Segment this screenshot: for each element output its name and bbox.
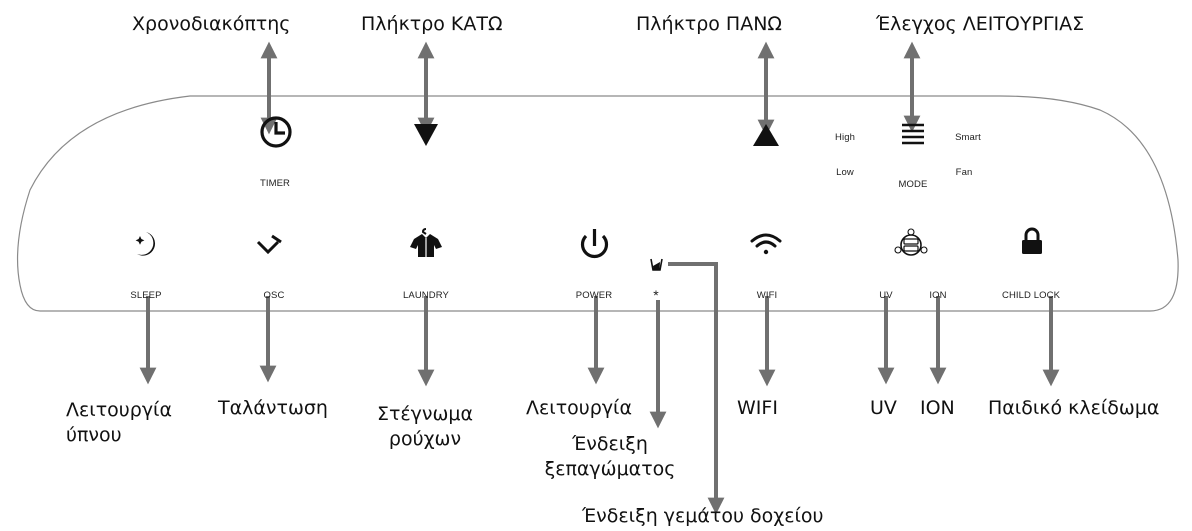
wifi-icon[interactable] xyxy=(750,233,782,255)
panel-label-osc: OSC xyxy=(263,290,285,301)
padlock-icon[interactable] xyxy=(1022,227,1042,254)
panel-label-child-lock: CHILD LOCK xyxy=(1001,290,1061,301)
panel-label-laundry: LAUNDRY xyxy=(403,290,449,301)
panel-label-smart: Smart xyxy=(955,132,981,143)
callout-wifi: WIFI xyxy=(737,397,778,419)
callout-laundry: Στέγνωμα ρούχων xyxy=(376,403,474,450)
moon-star-icon[interactable] xyxy=(135,232,156,256)
clock-icon[interactable] xyxy=(260,116,292,148)
oscillation-chevron-icon[interactable] xyxy=(256,234,282,255)
arrow-tank-full xyxy=(668,262,725,515)
panel-label-power: POWER xyxy=(575,290,613,301)
panel-outline xyxy=(16,95,1179,312)
panel-label-sleep: SLEEP xyxy=(130,290,162,301)
panel-label-fan: Fan xyxy=(955,167,973,178)
callout-up-key: Πλήκτρο ΠΑΝΩ xyxy=(636,13,782,35)
panel-label-wifi: WIFI xyxy=(756,290,778,301)
panel-label-timer: TIMER xyxy=(259,178,291,189)
water-tank-icon xyxy=(650,258,663,271)
callout-down-key: Πλήκτρο ΚΑΤΩ xyxy=(361,13,503,35)
callout-sleep: Λειτουργία ύπνου xyxy=(66,399,173,446)
panel-label-uv: UV xyxy=(879,290,893,301)
triangle-up-icon[interactable] xyxy=(753,124,779,146)
callout-mode-control: Έλεγχος ΛΕΙΤΟΥΡΓΙΑΣ xyxy=(876,13,1085,35)
shirt-hanger-icon[interactable] xyxy=(410,228,442,257)
callout-power: Λειτουργία xyxy=(526,397,633,419)
callout-child-lock: Παιδικό κλείδωμα xyxy=(988,397,1160,419)
callout-uv: UV xyxy=(870,397,897,419)
uv-ion-icon[interactable] xyxy=(894,228,928,256)
panel-label-high: High xyxy=(835,132,855,143)
panel-label-low: Low xyxy=(836,167,854,178)
panel-label-defrost-symbol: * xyxy=(653,287,659,303)
panel-label-mode: MODE xyxy=(898,179,928,190)
callout-defrost: Ένδειξη ξεπαγώματος xyxy=(544,433,676,480)
callout-osc: Ταλάντωση xyxy=(218,397,328,419)
callout-ion: ION xyxy=(920,397,955,419)
power-icon[interactable] xyxy=(580,229,609,259)
mode-bars-icon[interactable] xyxy=(902,123,924,145)
panel-label-ion: ION xyxy=(929,290,947,301)
triangle-down-icon[interactable] xyxy=(414,124,438,146)
callout-tank-full: Ένδειξη γεμάτου δοχείου xyxy=(582,505,824,527)
callout-timer: Χρονοδιακόπτης xyxy=(132,13,291,35)
